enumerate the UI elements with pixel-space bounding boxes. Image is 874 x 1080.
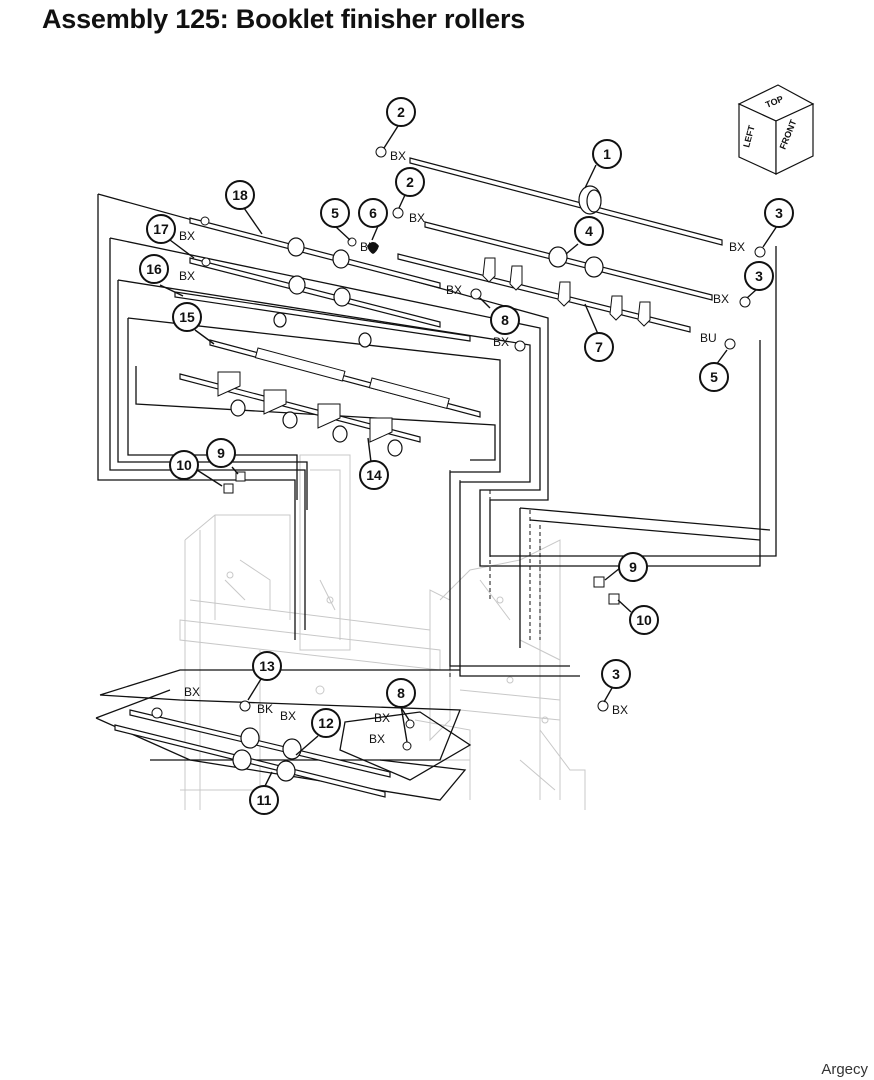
callout-3: 3 xyxy=(744,261,774,291)
orientation-cube: TOP LEFT FRONT xyxy=(737,84,815,175)
svg-text:13: 13 xyxy=(259,658,275,674)
svg-text:2: 2 xyxy=(406,174,414,190)
callout-3: 3 xyxy=(601,659,631,689)
shaft-17 xyxy=(189,257,441,328)
callout-5: 5 xyxy=(699,362,729,392)
code-label: BX xyxy=(446,283,462,297)
callout-8: 8 xyxy=(386,678,416,708)
shaft-4 xyxy=(424,221,713,301)
svg-text:1: 1 xyxy=(603,146,611,162)
svg-text:8: 8 xyxy=(397,685,405,701)
callout-4: 4 xyxy=(574,216,604,246)
code-label: BX xyxy=(390,149,406,163)
shaft-7 xyxy=(397,253,691,333)
svg-text:9: 9 xyxy=(629,559,637,575)
callout-7: 7 xyxy=(584,332,614,362)
svg-text:8: 8 xyxy=(501,312,509,328)
callout-2: 2 xyxy=(395,167,425,197)
callout-11: 11 xyxy=(249,785,279,815)
svg-text:2: 2 xyxy=(397,104,405,120)
svg-text:16: 16 xyxy=(146,261,162,277)
shaft-14 xyxy=(179,371,421,457)
callout-13: 13 xyxy=(252,651,282,681)
svg-text:18: 18 xyxy=(232,187,248,203)
svg-text:7: 7 xyxy=(595,339,603,355)
callout-16: 16 xyxy=(139,254,169,284)
svg-text:10: 10 xyxy=(636,612,652,628)
code-label: BX xyxy=(369,732,385,746)
code-label: BX xyxy=(729,240,745,254)
callout-17: 17 xyxy=(146,214,176,244)
code-label: BX xyxy=(409,211,425,225)
callout-9: 9 xyxy=(206,438,236,468)
bushings xyxy=(223,146,766,751)
shaft-1 xyxy=(409,157,723,246)
code-label: BX xyxy=(612,703,628,717)
svg-text:6: 6 xyxy=(369,205,377,221)
callout-10: 10 xyxy=(169,450,199,480)
page-title: Assembly 125: Booklet finisher rollers xyxy=(42,4,526,34)
part-codes: BX BX BX BX BX BX BX BX BX BX BX BX BX B… xyxy=(179,149,745,746)
svg-text:15: 15 xyxy=(179,309,195,325)
callouts: 1 2 2 3 3 3 4 5 5 6 7 8 8 9 9 10 10 11 1… xyxy=(139,97,794,815)
callout-9: 9 xyxy=(618,552,648,582)
svg-text:3: 3 xyxy=(755,268,763,284)
svg-text:5: 5 xyxy=(710,369,718,385)
svg-text:11: 11 xyxy=(257,792,272,808)
svg-text:3: 3 xyxy=(612,666,620,682)
code-label: BK xyxy=(257,702,273,716)
shaft-11 xyxy=(114,724,386,798)
callout-5: 5 xyxy=(320,198,350,228)
code-label: BX xyxy=(184,685,200,699)
svg-text:4: 4 xyxy=(585,223,593,239)
svg-text:9: 9 xyxy=(217,445,225,461)
code-label: BX xyxy=(493,335,509,349)
callout-8: 8 xyxy=(490,305,520,335)
svg-text:5: 5 xyxy=(331,205,339,221)
callout-2: 2 xyxy=(386,97,416,127)
callout-12: 12 xyxy=(311,708,341,738)
callout-15: 15 xyxy=(172,302,202,332)
svg-text:3: 3 xyxy=(775,205,783,221)
shaft-12 xyxy=(129,707,391,778)
svg-text:17: 17 xyxy=(153,221,169,237)
code-label: BU xyxy=(360,240,377,254)
code-label: BX xyxy=(179,269,195,283)
callout-10: 10 xyxy=(629,605,659,635)
code-label: BU xyxy=(700,331,717,345)
svg-text:14: 14 xyxy=(366,467,382,483)
watermark: Argecy xyxy=(821,1061,868,1078)
shaft-16 xyxy=(174,291,471,348)
shaft-18 xyxy=(189,216,441,289)
svg-text:10: 10 xyxy=(176,457,192,473)
leader-lines xyxy=(159,125,778,787)
code-label: BX xyxy=(374,711,390,725)
callout-1: 1 xyxy=(592,139,622,169)
shaft-15 xyxy=(209,339,481,418)
callout-14: 14 xyxy=(359,460,389,490)
callout-18: 18 xyxy=(225,180,255,210)
callout-3: 3 xyxy=(764,198,794,228)
code-label: BX xyxy=(179,229,195,243)
code-label: BX xyxy=(280,709,296,723)
callout-6: 6 xyxy=(358,198,388,228)
svg-text:12: 12 xyxy=(318,715,334,731)
code-label: BX xyxy=(713,292,729,306)
